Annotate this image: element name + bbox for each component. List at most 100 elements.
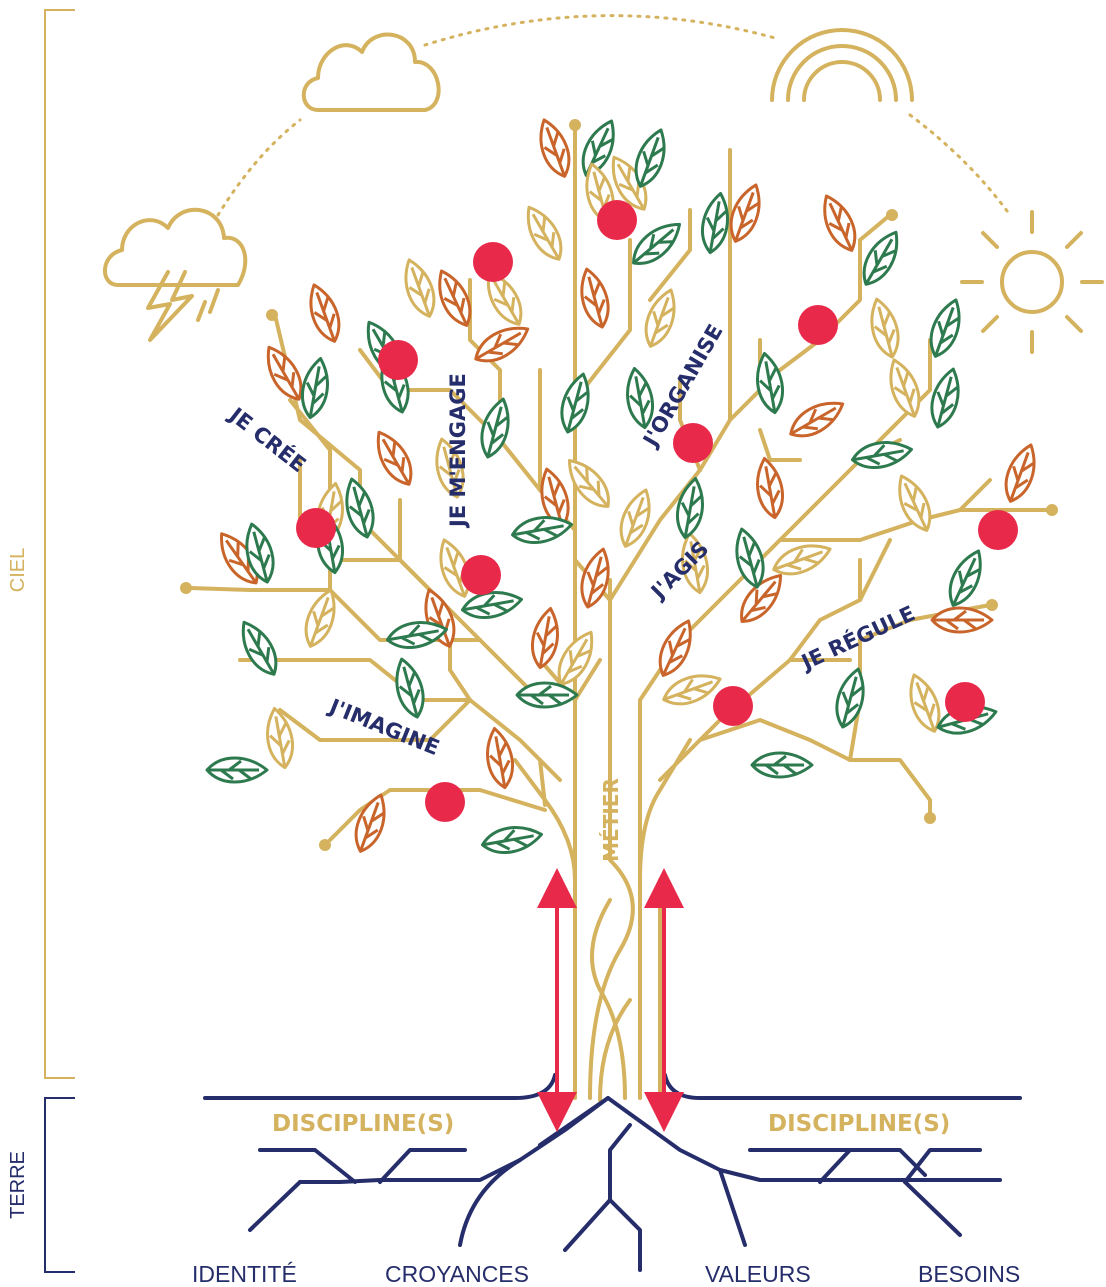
leaf (539, 118, 571, 178)
leaf (567, 458, 610, 508)
storm-cloud-icon (103, 207, 248, 342)
leaf (531, 606, 559, 670)
root-label-valeurs: VALEURS (705, 1261, 811, 1287)
leaf (644, 288, 676, 348)
terre-bracket (44, 1097, 75, 1273)
leaf (929, 298, 961, 358)
leaf (309, 283, 341, 343)
leaf (474, 326, 530, 363)
leaf (304, 588, 336, 648)
leaf (823, 194, 857, 252)
leaf (376, 430, 413, 486)
leaf (789, 401, 845, 438)
fruit (425, 782, 465, 822)
leaf (681, 531, 709, 595)
label-je-mengage: JE M'ENGAGE (446, 373, 470, 529)
leaf (1004, 443, 1036, 503)
leaf (395, 657, 425, 719)
leaf (245, 522, 275, 584)
fruit (978, 510, 1018, 550)
leaf (756, 456, 784, 520)
leaf (435, 437, 465, 499)
leaf (611, 155, 648, 211)
leaf (486, 726, 514, 790)
leaf (772, 544, 832, 576)
leaf (385, 621, 449, 649)
leaf (241, 620, 278, 676)
fruit (473, 242, 513, 282)
leaf (948, 549, 982, 607)
exchange-arrows (537, 868, 684, 1132)
leaf (580, 547, 610, 609)
leaf (486, 270, 523, 326)
leaf (515, 681, 579, 709)
root-label-besoins: BESOINS (918, 1261, 1020, 1287)
leaf (632, 222, 682, 265)
leaf (750, 751, 814, 779)
fruit (673, 423, 713, 463)
leaf (735, 527, 765, 589)
leaves-layer (205, 118, 1036, 854)
leaf (205, 756, 269, 784)
leaf (862, 230, 899, 286)
leaf (526, 205, 563, 261)
fruit (713, 686, 753, 726)
leaf (626, 366, 654, 430)
leaf (619, 488, 651, 548)
leaf (756, 351, 784, 415)
fruit (296, 508, 336, 548)
weather-cycle-arc (216, 14, 1012, 217)
sun-icon (960, 210, 1104, 354)
fruit (798, 305, 838, 345)
ciel-label: CIEL (7, 548, 29, 592)
cloud-icon (301, 32, 441, 112)
leaf (909, 673, 941, 733)
fruit (597, 200, 637, 240)
leaf (510, 516, 574, 544)
fruits (296, 200, 1018, 822)
leaf (729, 183, 761, 243)
leaf (835, 667, 865, 729)
leaf (354, 793, 386, 853)
trunk-label: MÉTIER (599, 778, 623, 862)
root-label-identite: IDENTITÉ (192, 1261, 297, 1287)
leaf (301, 356, 329, 420)
leaf (266, 345, 303, 401)
leaf (701, 191, 729, 255)
leaf (740, 573, 783, 623)
leaf (662, 674, 722, 706)
leaf (930, 606, 994, 634)
leaf (404, 258, 436, 318)
leaf (439, 538, 471, 598)
leaf (850, 441, 914, 469)
ciel-bracket (44, 9, 75, 1079)
leaf (898, 474, 932, 532)
label-jimagine: J'IMAGINE (324, 694, 443, 761)
terre-label: TERRE (7, 1151, 29, 1219)
leaf (480, 397, 510, 459)
leaf (460, 591, 524, 619)
leaf (676, 476, 704, 540)
fruit (945, 682, 985, 722)
discipline-left-label: DISCIPLINE(S) (272, 1111, 454, 1137)
leaf (266, 706, 294, 770)
leaf (438, 269, 472, 327)
leaf (889, 358, 921, 418)
leaf (930, 367, 960, 429)
label-je-regule: JE RÉGULE (796, 600, 919, 675)
root-label-croyances: CROYANCES (385, 1261, 529, 1287)
rainbow-icon (770, 28, 914, 102)
leaf (870, 297, 900, 359)
leaf (581, 119, 615, 177)
leaf (580, 267, 610, 329)
leaf (220, 532, 259, 585)
leaf (480, 826, 544, 854)
leaf (658, 619, 692, 677)
leaf (560, 372, 590, 434)
leaf (345, 477, 375, 539)
fruit (378, 340, 418, 380)
ground-roots (203, 1073, 1022, 1272)
fruit (461, 555, 501, 595)
discipline-right-label: DISCIPLINE(S) (768, 1111, 950, 1137)
